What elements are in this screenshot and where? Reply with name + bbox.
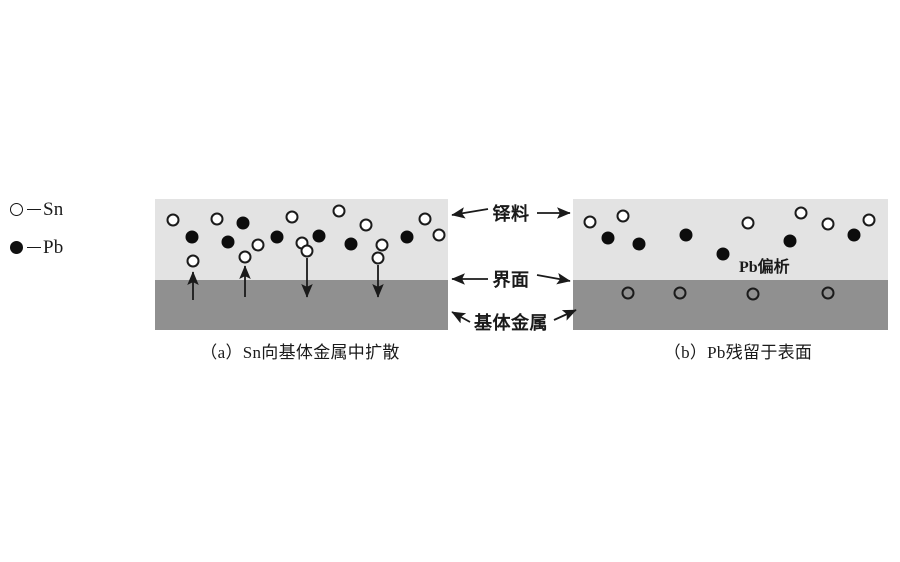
legend-item-pb: Pb — [10, 232, 140, 262]
pb-atom — [270, 230, 284, 244]
pb-atom — [400, 230, 414, 244]
sn-atom — [821, 286, 835, 300]
pb-atom — [236, 216, 250, 230]
pb-atom — [632, 237, 646, 251]
legend-label-sn: Sn — [43, 198, 64, 220]
sn-atom — [583, 215, 597, 229]
filled-circle-icon — [10, 240, 23, 254]
pb-atom — [344, 237, 358, 251]
sn-atom — [359, 218, 373, 232]
sn-atom — [371, 251, 385, 265]
legend-item-sn: Sn — [10, 194, 140, 224]
pb-atom — [312, 229, 326, 243]
panel-pb-segregation: Pb偏析 — [573, 199, 888, 330]
pb-atom — [185, 230, 199, 244]
sn-atom — [251, 238, 265, 252]
sn-atom — [166, 213, 180, 227]
sn-atom — [794, 206, 808, 220]
sn-atom — [616, 209, 630, 223]
pb-atom — [679, 228, 693, 242]
label-base-metal: 基体金属 — [474, 313, 548, 333]
sn-atom — [862, 213, 876, 227]
sn-atom — [210, 212, 224, 226]
panel-sn-diffusion — [155, 199, 448, 330]
pb-atom — [221, 235, 235, 249]
open-circle-icon — [10, 202, 23, 216]
arrow-interface-right — [536, 273, 571, 285]
arrow-solder-left — [451, 207, 489, 219]
pb-atom — [601, 231, 615, 245]
sn-atom — [621, 286, 635, 300]
base-metal-layer — [573, 280, 888, 330]
sn-atom — [673, 286, 687, 300]
sn-atom — [741, 216, 755, 230]
sn-atom — [332, 204, 346, 218]
sn-atom — [432, 228, 446, 242]
sn-atom — [746, 287, 760, 301]
sn-atom — [375, 238, 389, 252]
label-interface: 界面 — [492, 270, 530, 290]
legend-dash — [27, 208, 41, 210]
legend-dash — [27, 246, 41, 248]
sn-atom — [285, 210, 299, 224]
pb-segregation-note: Pb偏析 — [739, 259, 790, 276]
sn-atom — [418, 212, 432, 226]
sn-atom — [821, 217, 835, 231]
label-solder: 铎料 — [492, 204, 530, 224]
pb-atom — [716, 247, 730, 261]
base-metal-layer — [155, 280, 448, 330]
pb-atom — [847, 228, 861, 242]
sn-atom — [186, 254, 200, 268]
caption-panel-b: （b）Pb残留于表面 — [663, 343, 813, 362]
sn-atom — [238, 250, 252, 264]
caption-panel-a: （a）Sn向基体金属中扩散 — [200, 343, 400, 362]
legend-label-pb: Pb — [43, 236, 64, 258]
legend: Sn Pb — [10, 194, 140, 262]
arrow-base-left — [451, 311, 471, 324]
sn-atom — [300, 244, 314, 258]
pb-atom — [783, 234, 797, 248]
